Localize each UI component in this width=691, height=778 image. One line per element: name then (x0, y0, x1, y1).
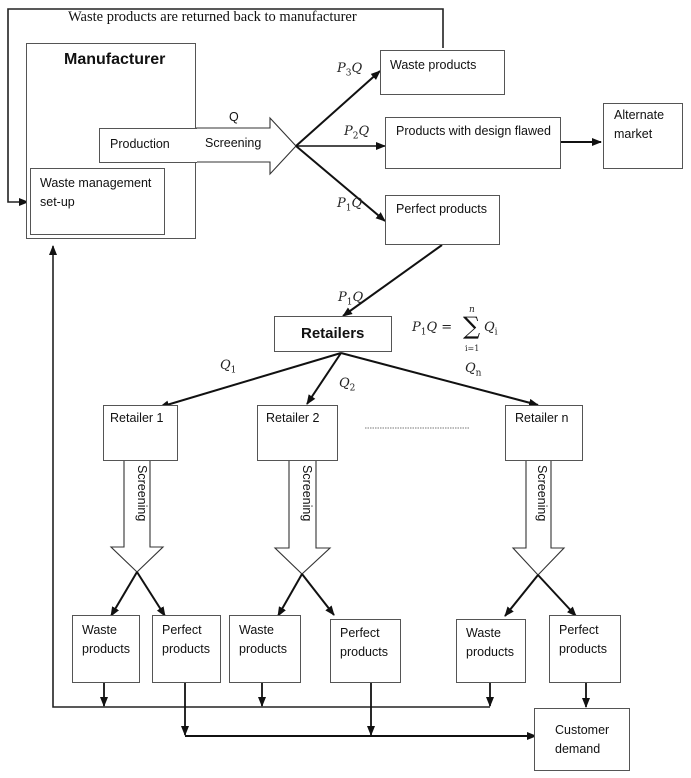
production-box: Production (99, 128, 197, 163)
to-retailers-label: P1Q (338, 290, 364, 308)
retailer-2-waste-box: Waste products (229, 615, 301, 683)
screening-arrow-retailer-1 (109, 459, 165, 573)
arrow-r2-waste (277, 573, 303, 617)
arrow-rn-perfect (537, 574, 577, 617)
arrow-qn (340, 352, 539, 407)
screening-arrow-retailer-n (511, 459, 566, 576)
retailer-2-perfect-label: Perfect products (340, 626, 388, 659)
retailer-1-waste-label: Waste products (82, 623, 130, 656)
retailer-n-waste-box: Waste products (456, 619, 526, 683)
waste-management-label: Waste management set-up (40, 176, 152, 209)
sum-equation: P1Q = n ∑ i=1 Qi (412, 305, 498, 353)
alternate-market-label: Alternate market (614, 108, 665, 141)
arrow-r2-perfect (301, 573, 335, 616)
waste-products-label: Waste products (390, 58, 477, 72)
q-label: Q (229, 110, 239, 124)
qn-label: Qn (465, 361, 482, 379)
q2-label: Q2 (339, 376, 356, 394)
alternate-market-box: Alternate market (603, 103, 683, 169)
retailers-box: Retailers (274, 316, 392, 352)
p3q-label: P3Q (337, 61, 363, 79)
retailer-n-perfect-label: Perfect products (559, 623, 607, 656)
q1-label: Q1 (220, 358, 237, 376)
customer-demand-box: Customer demand (534, 708, 630, 771)
design-flawed-box: Products with design flawed (385, 117, 561, 169)
customer-demand-label: Customer demand (555, 723, 610, 756)
feedback-label: Waste products are returned back to manu… (68, 9, 357, 25)
arrow-p3q (295, 70, 381, 147)
retailer-n-waste-label: Waste products (466, 626, 514, 659)
perfect-products-box: Perfect products (385, 195, 500, 245)
retailer-1-waste-box: Waste products (72, 615, 140, 683)
screening-arrow-retailer-2 (273, 459, 332, 575)
retailers-title: Retailers (301, 325, 365, 342)
retailer-1-perfect-box: Perfect products (152, 615, 221, 683)
perfect-products-label: Perfect products (396, 202, 488, 216)
arrow-p1q (295, 145, 386, 222)
retailer-2-box: Retailer 2 (257, 405, 338, 461)
screening-label: Screening (205, 136, 262, 150)
retailer-2-waste-label: Waste products (239, 623, 287, 656)
arrow-rn-waste (504, 574, 539, 617)
retailer-1-box: Retailer 1 (103, 405, 178, 461)
retailer-n-screening-label: Screening (535, 465, 549, 522)
arrow-r1-waste (110, 571, 138, 617)
arrow-to-retailers (342, 244, 443, 317)
retailer-1-screening-label: Screening (135, 465, 149, 522)
feedback-loop-top (7, 8, 444, 206)
retailer-1-perfect-label: Perfect products (162, 623, 210, 656)
retailer-n-perfect-box: Perfect products (549, 615, 621, 683)
design-flawed-label: Products with design flawed (396, 124, 551, 138)
p1q-label: P1Q (337, 196, 363, 214)
retailer-2-screening-label: Screening (300, 465, 314, 522)
waste-return-line (49, 245, 490, 708)
retailer-n-box: Retailer n (505, 405, 583, 461)
retailer-1-label: Retailer 1 (110, 411, 164, 425)
arrow-q2 (306, 352, 342, 405)
production-label: Production (110, 137, 170, 151)
waste-products-box: Waste products (380, 50, 505, 95)
arrow-r1-perfect (136, 571, 166, 617)
manufacturer-title: Manufacturer (64, 51, 166, 68)
p2q-label: P2Q (344, 124, 370, 142)
arrow-q1 (159, 352, 342, 409)
waste-management-box: Waste management set-up (30, 168, 165, 235)
retailer-n-label: Retailer n (515, 411, 569, 425)
retailer-2-label: Retailer 2 (266, 411, 320, 425)
retailer-2-perfect-box: Perfect products (330, 619, 401, 683)
